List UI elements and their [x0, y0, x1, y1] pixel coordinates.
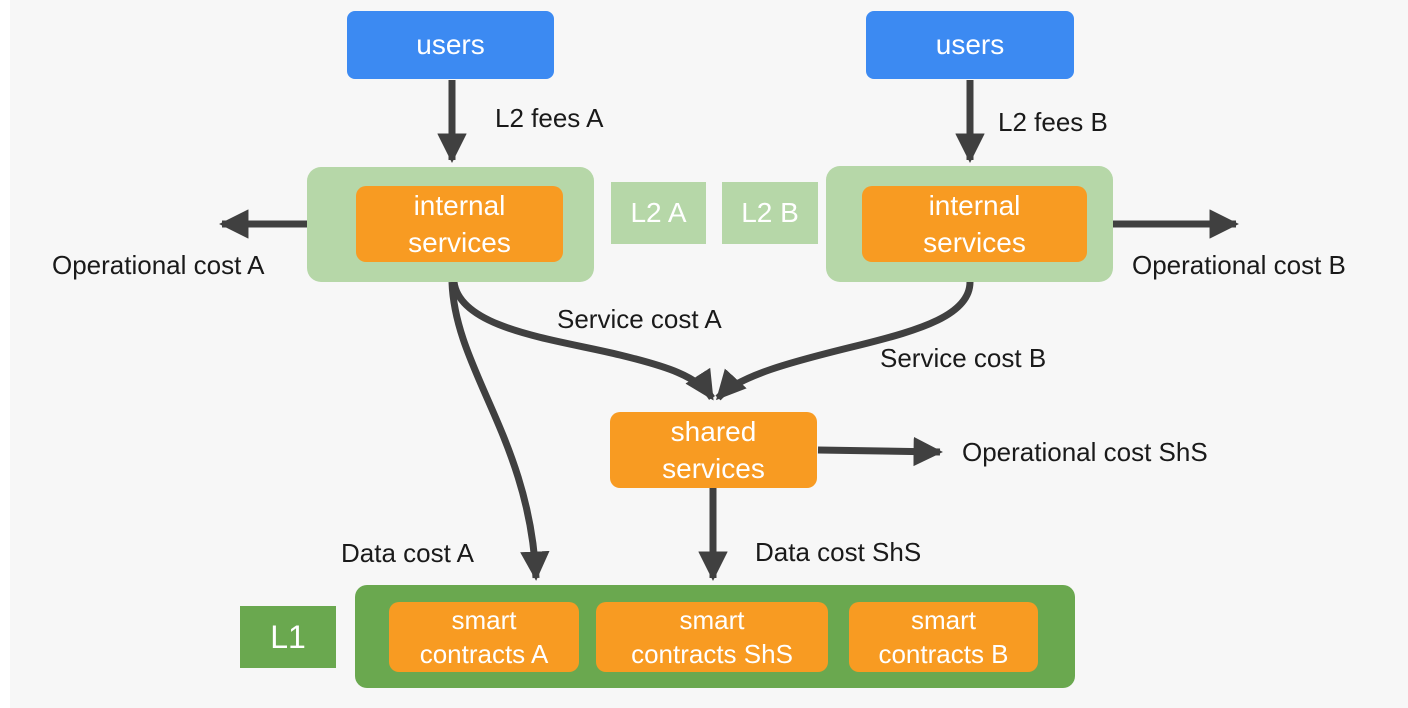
- internal-services-a: internal services: [356, 186, 563, 262]
- arrow-operational-cost-shs: [817, 436, 943, 467]
- l1-tag: L1: [240, 606, 336, 668]
- smart-contracts-b: smart contracts B: [849, 602, 1038, 672]
- label-data-cost-shs: Data cost ShS: [755, 537, 922, 567]
- smart-contracts-shs: smart contracts ShS: [596, 602, 828, 672]
- users-box-b: users: [866, 11, 1074, 79]
- l2-b-tag: L2 B: [722, 182, 818, 244]
- label-service-cost-a: Service cost A: [557, 304, 722, 334]
- internal-services-b: internal services: [862, 186, 1087, 262]
- label-service-cost-b: Service cost B: [880, 343, 1047, 373]
- users-box-a: users: [347, 11, 554, 79]
- label-operational-cost-b: Operational cost B: [1132, 250, 1346, 280]
- shared-services: shared services: [610, 412, 817, 488]
- label-operational-cost-a: Operational cost A: [52, 250, 265, 280]
- label-l2-fees-b: L2 fees B: [998, 107, 1108, 137]
- arrow-service-cost-a: [450, 281, 715, 401]
- label-operational-cost-shs: Operational cost ShS: [962, 437, 1208, 467]
- label-l2-fees-a: L2 fees A: [495, 103, 604, 133]
- arrow-service-cost-b: [715, 281, 974, 401]
- l2-a-tag: L2 A: [611, 182, 706, 244]
- label-data-cost-a: Data cost A: [341, 538, 474, 568]
- smart-contracts-a: smart contracts A: [389, 602, 579, 672]
- arrow-data-cost-a: [448, 281, 550, 581]
